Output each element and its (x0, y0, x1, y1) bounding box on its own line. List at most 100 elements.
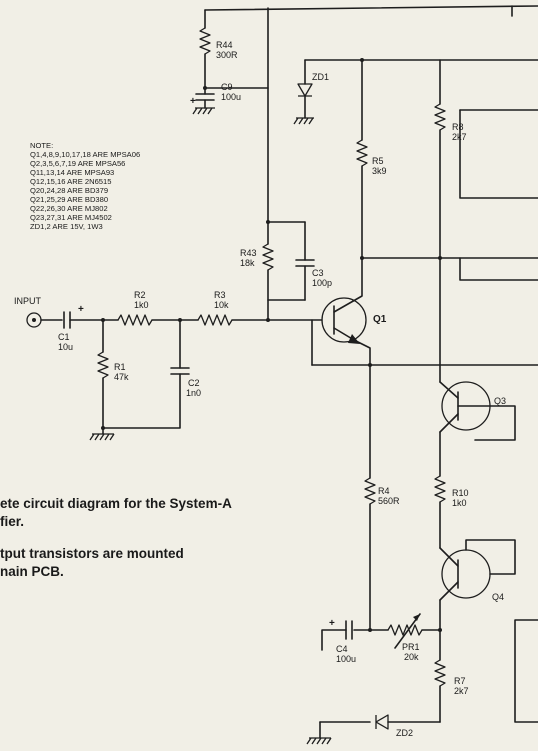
q4-base-loop (465, 539, 516, 575)
zd1-ref: ZD1 (312, 72, 329, 82)
r44-resistor (199, 27, 211, 55)
c2-ref: C2 (188, 378, 200, 388)
r5-value: 3k9 (372, 166, 387, 176)
q3-base-loop (457, 405, 516, 441)
wire-c4-left (321, 629, 347, 651)
caption-line-2: fier. (0, 514, 24, 529)
c2-value: 1n0 (186, 388, 201, 398)
c4-ref: C4 (336, 644, 348, 654)
r43-ref: R43 (240, 248, 257, 258)
zd2-ground-icon (306, 737, 332, 745)
note-heading: NOTE: (30, 141, 53, 150)
c4-plus: + (329, 618, 335, 629)
right-bus-2 (459, 109, 538, 199)
r8-value: 2k7 (452, 132, 467, 142)
c9-plus: + (190, 96, 196, 107)
wire-r43-bottom (267, 269, 306, 301)
feedback-box (267, 221, 306, 245)
r1-ref: R1 (114, 362, 126, 372)
right-output-box (514, 619, 538, 723)
caption-line-1: ete circuit diagram for the System-A (0, 496, 232, 511)
c1-value: 10u (58, 342, 73, 352)
q1-emitter (333, 327, 371, 366)
r43-value: 18k (240, 258, 255, 268)
r1-resistor (97, 351, 109, 379)
pr1-resistor (387, 624, 423, 636)
pr1-value: 20k (404, 652, 419, 662)
right-bus-4 (459, 257, 538, 281)
r7-resistor (434, 659, 446, 687)
c2-plates (170, 367, 190, 375)
input-label: INPUT (14, 296, 42, 306)
q1-collector (333, 257, 363, 313)
note-line: Q12,15,16 ARE 2N6515 (30, 177, 111, 186)
q1-transistor-icon (321, 297, 367, 343)
r3-ref: R3 (214, 290, 226, 300)
c3-value: 100p (312, 278, 332, 288)
r10-resistor (434, 475, 446, 503)
q4-leads (439, 547, 459, 601)
r8-resistor (434, 103, 446, 131)
c9-ground-icon (192, 107, 215, 115)
note-line: Q1,4,8,9,10,17,18 ARE MPSA06 (30, 150, 140, 159)
c4-value: 100u (336, 654, 356, 664)
r2-value: 1k0 (134, 300, 149, 310)
q3-ref: Q3 (494, 396, 506, 406)
r5-ref: R5 (372, 156, 384, 166)
r8-ref: R8 (452, 122, 464, 132)
r44-value: 300R (216, 50, 238, 60)
note-line: Q23,27,31 ARE MJ4502 (30, 213, 112, 222)
zd2-ref: ZD2 (396, 728, 413, 738)
c9-value: 100u (221, 92, 241, 102)
c1-plus: + (78, 304, 84, 315)
c9-ref: C9 (221, 82, 233, 92)
c1-ref: C1 (58, 332, 70, 342)
r43-resistor (262, 243, 274, 271)
c4-plates (345, 620, 353, 640)
r10-value: 1k0 (452, 498, 467, 508)
r3-resistor (197, 314, 233, 326)
note-line: Q21,25,29 ARE BD380 (30, 195, 108, 204)
note-line: Q20,24,28 ARE BD379 (30, 186, 108, 195)
r7-ref: R7 (454, 676, 466, 686)
pr1-arrowhead (413, 614, 420, 621)
q1-ref: Q1 (373, 314, 387, 325)
c1-plates (63, 311, 71, 329)
r5-resistor (356, 139, 368, 167)
r2-ref: R2 (134, 290, 146, 300)
zd1-diode-icon (297, 83, 313, 97)
r44-ref: R44 (216, 40, 233, 50)
r4-value: 560R (378, 496, 400, 506)
zd2-diode-icon (375, 714, 389, 730)
caption-line-3: tput transistors are mounted (0, 546, 184, 561)
r7-value: 2k7 (454, 686, 469, 696)
pr1-ref: PR1 (402, 642, 420, 652)
q1-emitter-arrow (348, 334, 360, 344)
note-line: Q11,13,14 ARE MPSA93 (30, 168, 114, 177)
r1-value: 47k (114, 372, 129, 382)
wire-c2-bottom (102, 373, 181, 429)
r3-value: 10k (214, 300, 229, 310)
q4-ref: Q4 (492, 592, 504, 602)
note-line: Q2,3,5,6,7,19 ARE MPSA56 (30, 159, 125, 168)
input-jack-center (32, 318, 36, 322)
c3-ref: C3 (312, 268, 324, 278)
c3-plates (295, 259, 315, 267)
junction-base (266, 318, 270, 322)
top-rail (204, 5, 538, 11)
figure-caption: ete circuit diagram for the System-A fie… (0, 496, 232, 579)
note-line: ZD1,2 ARE 15V, 1W3 (30, 222, 103, 231)
r10-ref: R10 (452, 488, 469, 498)
input-ground-icon (89, 433, 115, 441)
caption-line-4: nain PCB. (0, 564, 64, 579)
note-block: NOTE: Q1,4,8,9,10,17,18 ARE MPSA06 Q2,3,… (30, 141, 140, 231)
r2-resistor (117, 314, 153, 326)
q3-emitter-collector (439, 381, 459, 433)
zd1-ground-icon (293, 117, 314, 125)
junction-pr1-r7 (438, 628, 442, 632)
r4-resistor (364, 477, 376, 505)
r4-ref: R4 (378, 486, 390, 496)
note-line: Q22,26,30 ARE MJ802 (30, 204, 108, 213)
